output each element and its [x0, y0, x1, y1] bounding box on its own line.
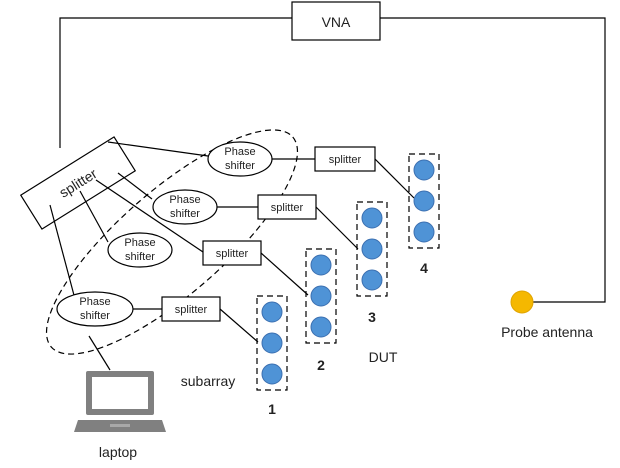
- dut-label: DUT: [369, 349, 398, 365]
- antenna-element: [261, 332, 283, 354]
- subarray-1: [256, 295, 288, 391]
- laptop-label: laptop: [99, 444, 137, 460]
- subarray-number-1: 1: [268, 401, 276, 417]
- antenna-element: [413, 221, 435, 243]
- svg-text:splitter: splitter: [271, 202, 304, 214]
- wire-ms-ps2: [79, 190, 109, 243]
- svg-text:splitter: splitter: [175, 304, 208, 316]
- wire-laptop: [88, 335, 111, 371]
- svg-text:shifter: shifter: [125, 251, 155, 263]
- svg-text:Phase: Phase: [79, 296, 110, 308]
- splitter-2: splitter: [202, 240, 262, 266]
- phase-shifter-3: Phase shifter: [152, 189, 218, 225]
- svg-text:Phase: Phase: [169, 194, 200, 206]
- subarray-2: [305, 248, 337, 344]
- svg-text:Phase: Phase: [224, 146, 255, 158]
- wire-ms-sp2: [95, 179, 204, 253]
- control-bus-ellipse: [45, 129, 299, 355]
- antenna-element: [261, 363, 283, 385]
- splitter-3: splitter: [257, 194, 317, 220]
- probe-antenna-icon: [510, 290, 534, 314]
- wire-ms-ps1: [49, 204, 76, 300]
- svg-text:splitter: splitter: [329, 154, 362, 166]
- svg-text:Phase: Phase: [124, 237, 155, 249]
- subarray-number-2: 2: [317, 357, 325, 373]
- antenna-element: [310, 254, 332, 276]
- laptop-icon: [74, 371, 166, 432]
- antenna-element: [413, 190, 435, 212]
- vna-box: [291, 1, 381, 41]
- wire-sp1-sub1: [219, 308, 259, 343]
- probe-antenna-label: Probe antenna: [501, 324, 593, 340]
- wire-sp2-sub2: [260, 252, 309, 296]
- antenna-element: [310, 316, 332, 338]
- svg-text:splitter: splitter: [216, 248, 249, 260]
- subarray-4: [408, 153, 440, 249]
- vna-cable: [59, 17, 606, 303]
- wire-ms-ps3: [117, 172, 153, 200]
- main-splitter: splitter: [19, 136, 137, 230]
- subarray-number-3: 3: [368, 309, 376, 325]
- antenna-element: [361, 207, 383, 229]
- antenna-element: [310, 285, 332, 307]
- antenna-element: [261, 301, 283, 323]
- svg-text:shifter: shifter: [80, 310, 110, 322]
- vna-label: VNA: [322, 14, 351, 30]
- subarray-number-4: 4: [420, 260, 428, 276]
- subarray-3: [356, 201, 388, 297]
- phase-shifter-2: Phase shifter: [107, 232, 173, 268]
- antenna-element: [361, 269, 383, 291]
- phase-shifter-4: Phase shifter: [207, 141, 273, 177]
- antenna-element: [413, 159, 435, 181]
- wire-ms-ps4: [107, 141, 209, 157]
- wire-sp3-sub3: [315, 206, 359, 250]
- wire-sp4-sub4: [374, 158, 415, 199]
- splitter-4: splitter: [314, 146, 376, 172]
- svg-text:shifter: shifter: [225, 160, 255, 172]
- antenna-element: [361, 238, 383, 260]
- subarray-label: subarray: [181, 373, 235, 389]
- svg-text:shifter: shifter: [170, 208, 200, 220]
- phase-shifter-1: Phase shifter: [56, 291, 134, 327]
- splitter-1: splitter: [161, 296, 221, 322]
